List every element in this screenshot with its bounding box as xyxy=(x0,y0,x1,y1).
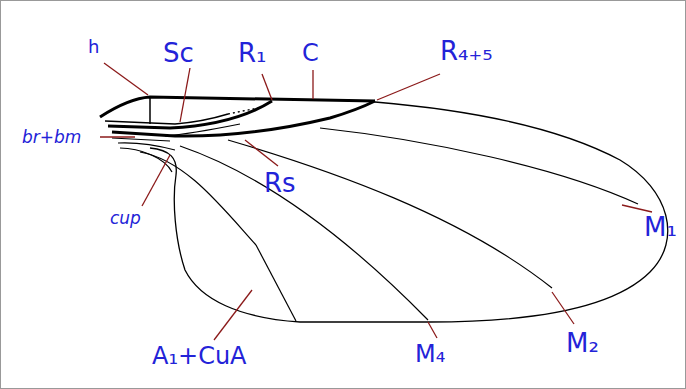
vein-label: h xyxy=(88,38,99,56)
leader-line xyxy=(104,63,148,95)
leader-line xyxy=(312,70,313,99)
leader-line xyxy=(262,74,272,100)
leader-line xyxy=(180,68,190,122)
leader-line xyxy=(245,140,278,166)
leader-lines xyxy=(100,63,652,340)
leader-line xyxy=(428,322,437,338)
leader-line xyxy=(100,136,135,137)
wing-veins xyxy=(100,97,668,322)
vein-label: cup xyxy=(110,210,141,227)
vein-label: Rs xyxy=(264,170,296,196)
vein-label: R₄₊₅ xyxy=(440,38,493,64)
vein-label: br+bm xyxy=(22,129,81,146)
vein-label: Sc xyxy=(163,40,194,66)
vein-label: R₁ xyxy=(238,40,267,66)
leader-line xyxy=(552,292,574,324)
leader-line xyxy=(622,205,652,212)
vein-label: C xyxy=(302,41,319,65)
vein-label: M₂ xyxy=(566,330,599,356)
vein-label: M₁ xyxy=(644,214,677,240)
vein-label: A₁+CuA xyxy=(152,344,247,368)
leader-line xyxy=(142,155,170,206)
leader-line xyxy=(214,290,252,340)
vein-label: M₄ xyxy=(415,342,445,366)
leader-line xyxy=(377,74,440,100)
